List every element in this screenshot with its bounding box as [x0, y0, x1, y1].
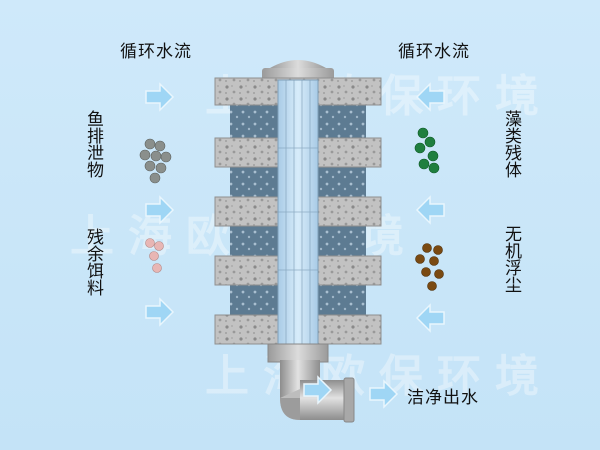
outlet-pipe [267, 343, 355, 423]
label-clean-water-out: 洁净出水 [407, 388, 479, 408]
dust-particles [415, 243, 444, 291]
label-residual-feed: 残余饵料 [83, 228, 103, 296]
label-circulation-left: 循环水流 [120, 42, 192, 62]
label-algae-residue: 藻类残体 [501, 110, 521, 178]
label-inorganic-dust: 无机浮尘 [501, 225, 521, 293]
central-collection-tube [277, 79, 319, 347]
algae-particles [414, 127, 440, 174]
left-inflow-arrows [145, 83, 174, 326]
right-inflow-arrows [416, 83, 445, 332]
residual-feed-particles [145, 238, 164, 273]
fish-waste-particles [139, 138, 172, 184]
label-circulation-right: 循环水流 [398, 42, 470, 62]
filter-media-sections [230, 105, 366, 315]
label-fish-waste: 鱼排泄物 [83, 110, 103, 178]
